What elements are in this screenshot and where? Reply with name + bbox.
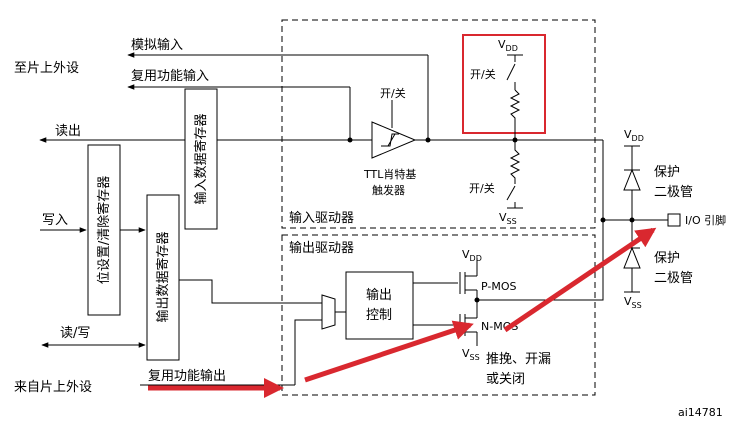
- ttl-schmitt-label-2: 触发器: [372, 183, 405, 197]
- upper-diode-label-1: 保护: [654, 165, 680, 180]
- lower-diode-vss-label: VSS: [624, 295, 642, 310]
- upper-diode-label-2: 二极管: [654, 185, 693, 200]
- pmos-label: P-MOS: [481, 280, 517, 293]
- pullup-resistor: [509, 89, 521, 140]
- output-control-label-2: 控制: [366, 308, 392, 323]
- junction-dot-analog: [425, 137, 431, 143]
- schmitt-hysteresis-icon: [381, 133, 399, 147]
- output-mux: [321, 294, 336, 330]
- pulldown-vss-label: VSS: [499, 211, 517, 226]
- pullup-on-off-label: 开/关: [470, 67, 496, 81]
- ttl-schmitt-label-1: TTL肖特基: [363, 167, 416, 181]
- write-in-label: 写入: [42, 213, 68, 228]
- alt-func-output-label: 复用功能输出: [148, 368, 226, 384]
- alt-func-input-label: 复用功能输入: [131, 68, 209, 84]
- red-arrow-to-pin: [503, 227, 657, 333]
- io-pin-label: I/O 引脚: [685, 213, 726, 227]
- read-write-label: 读/写: [60, 326, 90, 341]
- input-data-register: [184, 88, 218, 230]
- figure-id-label: ai14781: [678, 406, 723, 419]
- pullup-vdd-label: VDD: [498, 38, 518, 53]
- input-driver-box: [281, 19, 596, 229]
- pullup-switch: [506, 63, 516, 81]
- output-data-register: [146, 194, 180, 361]
- pullup-highlight-box: [462, 34, 546, 134]
- junction-dot-alt: [347, 137, 353, 143]
- push-pull-label-2: 或关闭: [486, 372, 525, 387]
- pmos-vdd-label: VDD: [462, 248, 482, 263]
- red-arrow-to-nmos: [304, 320, 474, 383]
- pulldown-resistor: [509, 140, 521, 184]
- output-node-line: [477, 140, 604, 301]
- pulldown-on-off-label: 开/关: [469, 181, 495, 195]
- output-control-block: [345, 271, 414, 340]
- push-pull-label-1: 推挽、开漏: [486, 351, 551, 367]
- alt-func-output-riser: [294, 319, 322, 385]
- pmos-transistor: [459, 258, 478, 312]
- lower-diode-label-2: 二极管: [654, 271, 693, 286]
- odr-to-mux-line: [179, 279, 322, 304]
- lower-diode-label-1: 保护: [654, 251, 680, 266]
- from-onchip-to-periph-label: 至片上外设: [14, 61, 79, 76]
- lower-diode-icon: [623, 246, 641, 269]
- from-onchip-periph-label: 来自片上外设: [14, 380, 92, 395]
- upper-diode-vdd-label: VDD: [624, 128, 644, 143]
- io-pin-box: [667, 213, 681, 227]
- output-driver-box: [281, 234, 596, 396]
- junction-dot-out: [474, 297, 480, 303]
- input-data-register-label: 输入数据寄存器: [193, 113, 209, 204]
- nmos-vss-label: VSS: [462, 347, 480, 362]
- input-driver-label: 输入驱动器: [289, 210, 354, 226]
- output-driver-label: 输出驱动器: [289, 240, 354, 256]
- analog-input-label: 模拟输入: [131, 37, 183, 53]
- bit-set-reset-register-label: 位设置/清除寄存器: [96, 176, 112, 284]
- pulldown-switch: [506, 185, 516, 201]
- upper-diode-icon: [623, 168, 641, 191]
- read-out-label: 读出: [55, 124, 81, 139]
- output-control-label-1: 输出: [366, 287, 392, 303]
- output-data-register-label: 输出数据寄存器: [155, 231, 171, 322]
- schmitt-on-off-label: 开/关: [380, 86, 406, 100]
- schmitt-trigger: [371, 121, 417, 159]
- bit-set-reset-register: [87, 144, 121, 316]
